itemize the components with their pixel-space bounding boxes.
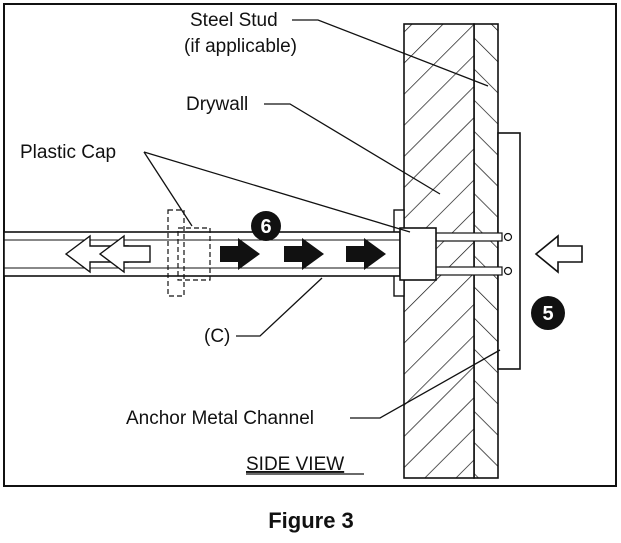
steel-stud <box>473 23 499 479</box>
anchor-metal-channel <box>3 231 401 277</box>
label-steel-stud: Steel Stud <box>190 10 278 31</box>
leader-plastic-cap-b <box>143 151 411 233</box>
step-badge-icon <box>251 211 281 241</box>
arrow-right-solid-icon <box>284 238 324 270</box>
arrow-left-outline-icon <box>98 234 151 274</box>
screw-head-bottom <box>503 266 513 276</box>
leader-steel-stud <box>292 19 489 87</box>
label-anchor-metal-channel: Anchor Metal Channel <box>126 408 314 429</box>
leader-anchor-channel <box>350 349 501 419</box>
anchor-screw-bottom <box>435 266 503 276</box>
leader-drywall <box>264 103 441 195</box>
figure-caption: Figure 3 <box>268 508 354 533</box>
plastic-cap-dashed <box>167 209 185 297</box>
arrow-right-solid-icon <box>220 238 260 270</box>
step-badge-6-number: 6 <box>260 216 271 238</box>
anchor-plate <box>497 132 521 370</box>
leader-c <box>236 277 323 337</box>
screw-head-top <box>503 232 513 242</box>
arrow-left-outline-icon-anchor <box>534 234 583 274</box>
label-if-applicable: (if applicable) <box>184 36 297 57</box>
plastic-cap-dashed-body <box>177 227 211 281</box>
leader-plastic-cap-a <box>143 151 193 227</box>
step-badge-5-number: 5 <box>542 303 553 325</box>
anchor-screw-top <box>435 232 503 242</box>
label-side-view: SIDE VIEW <box>246 454 344 475</box>
label-c: (C) <box>204 326 230 347</box>
label-plastic-cap: Plastic Cap <box>20 142 116 163</box>
step-badge-icon <box>531 296 565 330</box>
label-drywall: Drywall <box>186 94 248 115</box>
arrow-right-solid-icon <box>346 238 386 270</box>
plastic-cap-installed <box>399 227 437 281</box>
